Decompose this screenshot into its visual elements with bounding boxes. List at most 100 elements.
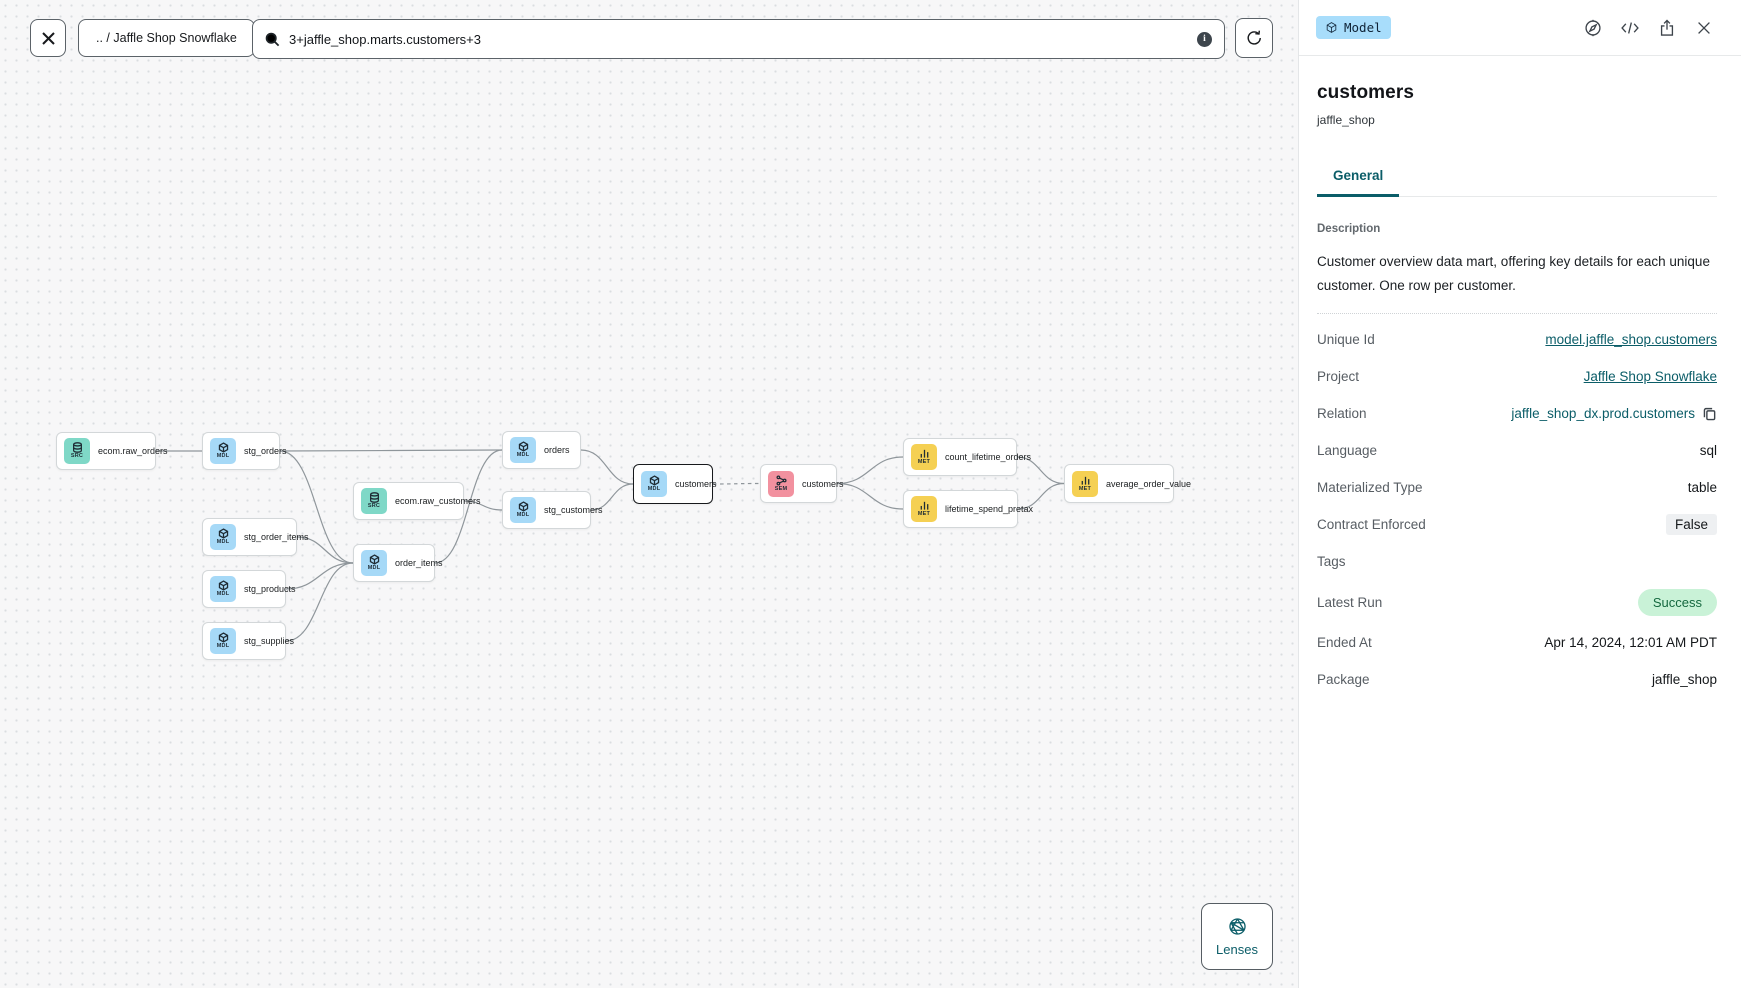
node-type-chip: MDL xyxy=(210,524,236,550)
node-type-chip: MDL xyxy=(210,576,236,602)
detail-row-materialized-type: Materialized Type table xyxy=(1317,469,1717,506)
edge-orders-to-customers xyxy=(580,449,634,485)
node-label: average_order_value xyxy=(1106,478,1192,489)
node-type-tag: MDL xyxy=(516,452,530,459)
panel-tabs: General xyxy=(1317,167,1717,197)
detail-row-ended-at: Ended At Apr 14, 2024, 12:01 AM PDT xyxy=(1317,624,1717,661)
node-type-chip: SRC xyxy=(64,438,90,464)
node-label: customers xyxy=(802,478,844,489)
package-subtitle: jaffle_shop xyxy=(1317,113,1375,127)
node-type-tag: MDL xyxy=(216,591,230,598)
lineage-node-orders[interactable]: MDL orders xyxy=(502,431,581,469)
close-icon xyxy=(1698,21,1710,34)
node-type-tag: MDL xyxy=(367,565,381,572)
code-icon xyxy=(1621,21,1639,34)
lineage-node-stg_products[interactable]: MDL stg_products xyxy=(202,570,296,608)
page-title: customers xyxy=(1317,82,1414,103)
detail-row-value: False xyxy=(1665,514,1717,535)
node-type-tag: MET xyxy=(917,511,931,518)
lineage-node-count_lifetime_orders[interactable]: MET count_lifetime_orders xyxy=(903,438,1031,476)
search-input[interactable] xyxy=(289,31,1188,47)
view-code-button[interactable] xyxy=(1620,18,1640,38)
lenses-label: Lenses xyxy=(1216,942,1258,957)
cube-icon xyxy=(218,442,228,453)
detail-row-latest-run: Latest Run Success xyxy=(1317,580,1717,624)
close-icon xyxy=(41,31,55,45)
edge-customers-to-customers_sem xyxy=(712,482,761,485)
detail-row-label: Ended At xyxy=(1317,635,1372,650)
resource-type-label: Model xyxy=(1344,20,1382,35)
node-type-chip: MET xyxy=(911,496,937,522)
detail-row-contract-enforced: Contract Enforced False xyxy=(1317,506,1717,543)
lenses-button[interactable]: Lenses xyxy=(1201,903,1273,970)
model-cube-icon xyxy=(1326,22,1337,33)
detail-row-value: Apr 14, 2024, 12:01 AM PDT xyxy=(1544,635,1717,650)
lineage-node-customers_sem[interactable]: SEM customers xyxy=(760,464,844,503)
breadcrumb[interactable]: .. / Jaffle Shop Snowflake xyxy=(78,19,255,57)
cube-icon xyxy=(518,501,528,512)
detail-row-label: Contract Enforced xyxy=(1317,517,1426,532)
node-label: lifetime_spend_pretax xyxy=(945,504,1034,514)
lineage-canvas[interactable]: SRC ecom.raw_orders MDL stg_orders MDL s… xyxy=(0,0,1298,988)
tab-general[interactable]: General xyxy=(1317,168,1400,197)
dotted-divider xyxy=(1317,313,1717,314)
database-icon xyxy=(369,492,379,504)
detail-row-unique-id: Unique Id model.jaffle_shop.customers xyxy=(1317,321,1717,358)
lineage-node-lifetime_spend_pretax[interactable]: MET lifetime_spend_pretax xyxy=(903,490,1033,528)
detail-row-value[interactable]: model.jaffle_shop.customers xyxy=(1545,332,1717,347)
lineage-node-stg_supplies[interactable]: MDL stg_supplies xyxy=(202,622,294,660)
close-lineage-button[interactable] xyxy=(30,19,66,57)
detail-row-label: Package xyxy=(1317,672,1370,687)
close-panel-button[interactable] xyxy=(1694,18,1714,38)
cube-icon xyxy=(218,580,228,591)
lineage-search-bar[interactable]: i xyxy=(252,19,1225,59)
node-type-tag: MDL xyxy=(216,643,230,650)
lineage-node-order_items[interactable]: MDL order_items xyxy=(353,544,443,582)
refresh-button[interactable] xyxy=(1235,18,1273,58)
node-type-chip: SEM xyxy=(768,470,794,497)
detail-row-value: Success xyxy=(1637,588,1717,616)
copy-icon[interactable] xyxy=(1702,406,1717,421)
lineage-node-stg_orders[interactable]: MDL stg_orders xyxy=(202,432,287,470)
node-type-chip: MDL xyxy=(641,471,667,497)
breadcrumb-label: .. / Jaffle Shop Snowflake xyxy=(96,31,237,45)
node-type-tag: MET xyxy=(1078,485,1092,492)
detail-row-value[interactable]: Jaffle Shop Snowflake xyxy=(1583,369,1717,384)
lineage-node-ecom.raw_orders[interactable]: SRC ecom.raw_orders xyxy=(56,432,168,470)
lenses-aperture-icon xyxy=(1228,918,1246,935)
relation-value: jaffle_shop_dx.prod.customers xyxy=(1511,406,1695,421)
lineage-node-stg_order_items[interactable]: MDL stg_order_items xyxy=(202,518,309,556)
node-label: stg_supplies xyxy=(244,636,295,646)
cube-icon xyxy=(518,441,528,452)
explore-lineage-button[interactable] xyxy=(1583,18,1603,38)
contract-badge: False xyxy=(1665,514,1717,535)
node-type-tag: SEM xyxy=(774,485,788,492)
detail-row-label: Project xyxy=(1317,369,1360,384)
lineage-node-customers[interactable]: MDL customers xyxy=(633,464,717,504)
lineage-node-average_order_value[interactable]: MET average_order_value xyxy=(1064,464,1191,503)
detail-row-project: Project Jaffle Shop Snowflake xyxy=(1317,358,1717,395)
detail-row-label: Latest Run xyxy=(1317,594,1383,610)
edge-customers_sem-to-count_lifetime_orders xyxy=(836,456,904,485)
detail-row-label: Materialized Type xyxy=(1317,480,1423,495)
detail-row-tags: Tags xyxy=(1317,543,1717,580)
node-label: orders xyxy=(544,445,570,455)
node-type-tag: MDL xyxy=(516,512,530,519)
semantic-share-icon xyxy=(775,475,787,486)
detail-row-value: jaffle_shop_dx.prod.customers xyxy=(1511,406,1717,421)
share-button[interactable] xyxy=(1657,18,1677,38)
detail-row-value: jaffle_shop xyxy=(1651,672,1717,687)
detail-row-relation: Relation jaffle_shop_dx.prod.customers xyxy=(1317,395,1717,432)
lineage-node-stg_customers[interactable]: MDL stg_customers xyxy=(502,491,603,529)
node-type-chip: MDL xyxy=(210,628,236,654)
node-type-chip: SRC xyxy=(361,488,387,514)
node-type-tag: SRC xyxy=(367,503,381,510)
metric-chart-icon xyxy=(920,502,928,510)
lineage-node-ecom.raw_customers[interactable]: SRC ecom.raw_customers xyxy=(353,482,481,520)
description-section-label: Description xyxy=(1317,223,1381,235)
resource-type-badge: Model xyxy=(1316,16,1391,39)
node-type-chip: MET xyxy=(1072,470,1098,497)
edge-stg_orders-to-orders xyxy=(279,449,503,452)
detail-row-value: table xyxy=(1687,480,1717,495)
search-info-icon[interactable]: i xyxy=(1197,31,1212,47)
